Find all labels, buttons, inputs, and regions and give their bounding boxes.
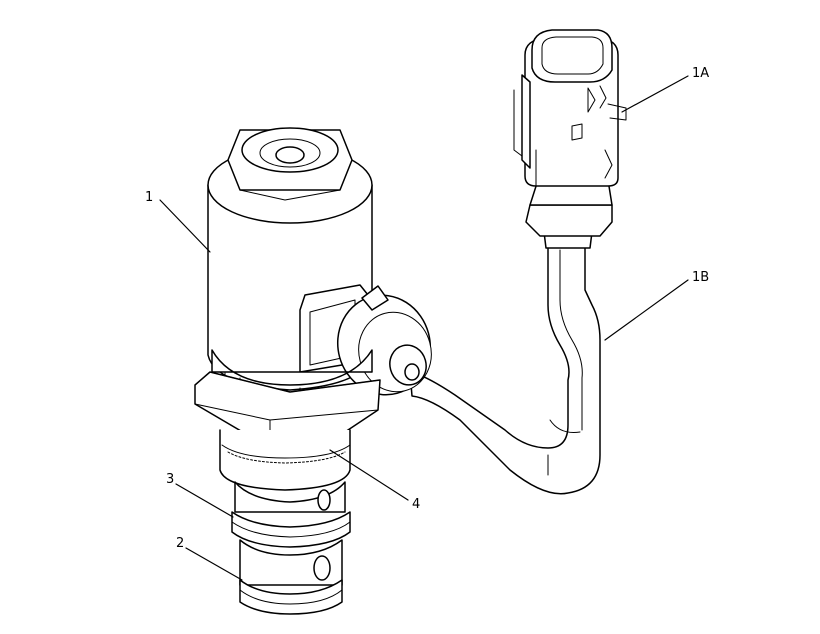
callout-4: 4	[412, 497, 421, 512]
leader-line-4	[330, 450, 408, 500]
leader-line-2	[186, 548, 242, 580]
callout-1: 1	[145, 190, 154, 205]
leader-line-1	[160, 200, 210, 252]
callout-1b: 1B	[692, 270, 710, 285]
leader-line-1b	[605, 280, 688, 340]
electrical-connector	[514, 30, 626, 248]
leader-line-1a	[622, 76, 688, 112]
callout-1a: 1A	[692, 66, 710, 81]
valve-body	[195, 350, 380, 614]
callout-3: 3	[166, 472, 175, 487]
wire-harness	[410, 244, 600, 494]
leader-lines	[160, 76, 688, 580]
leader-line-3	[176, 484, 233, 517]
callout-2: 2	[176, 536, 185, 551]
